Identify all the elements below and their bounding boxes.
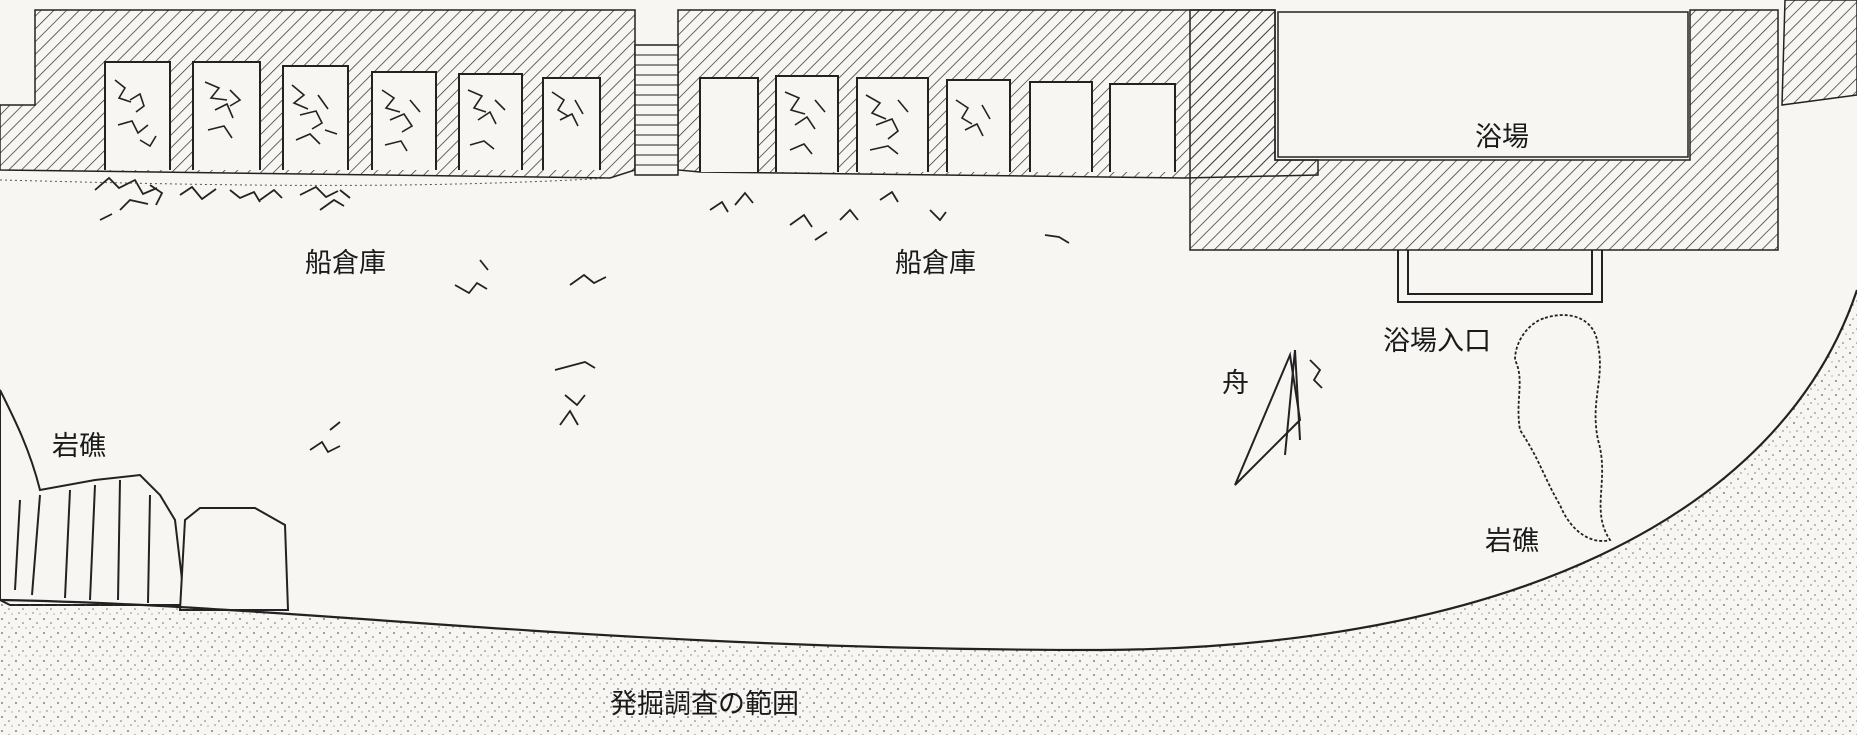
label-boathouse-left: 船倉庫: [305, 248, 386, 279]
boat-drawing: [1234, 349, 1302, 486]
scattered-skeletons: [94, 176, 1323, 454]
label-excavation-area: 発掘調査の範囲: [610, 689, 799, 720]
ground-line: [0, 177, 611, 186]
label-boathouse-right: 船倉庫: [895, 248, 976, 279]
bath-wall: [1189, 0, 1857, 251]
label-bath: 浴場: [1475, 122, 1529, 153]
label-reef-right: 岩礁: [1485, 526, 1539, 557]
label-bath-entrance: 浴場入口: [1383, 326, 1491, 357]
stairs: [634, 44, 679, 176]
excavation-boundary: [0, 289, 1857, 735]
reef-right-rock: [1514, 314, 1612, 542]
boathouse-bays: [104, 61, 1176, 172]
label-boat: 舟: [1222, 368, 1249, 399]
bath-entrance-structure: [1397, 250, 1603, 303]
skeleton-remains: [114, 79, 991, 155]
reef-left-rocks: [0, 389, 290, 611]
label-reef-left: 岩礁: [52, 431, 106, 462]
